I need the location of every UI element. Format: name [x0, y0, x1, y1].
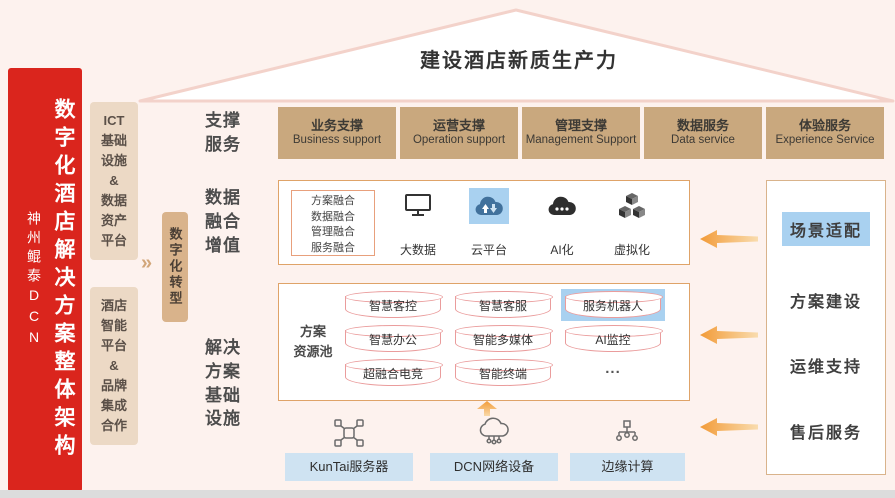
left-arrow-icon [700, 418, 758, 441]
fusion-item-cloud: 云平台 [454, 188, 524, 258]
pool-item: AI监控 [565, 325, 663, 352]
fusion-item-label: 云平台 [470, 243, 507, 257]
left-arrow-icon [700, 326, 758, 349]
support-box-business: 业务支撑 Business support [278, 107, 396, 159]
support-box-en: Experience Service [775, 133, 875, 146]
support-box-zh: 业务支撑 [310, 118, 363, 134]
right-service-scene: 场景适配 [781, 211, 870, 246]
support-box-en: Operation support [412, 133, 506, 146]
bottom-baseline [0, 490, 895, 498]
network-cloud-icon [477, 416, 511, 451]
right-service-build: 方案建设 [789, 293, 862, 311]
support-box-en: Business support [292, 133, 382, 146]
right-service-ops: 运维支持 [789, 359, 862, 377]
section-label-fusion: 数据 融合 增值 [205, 188, 241, 255]
fusion-item-ai: AI化 [527, 188, 597, 258]
support-box-en: Management Support [525, 133, 637, 146]
pool-item: 超融合电竞 [345, 359, 443, 386]
cubes-icon [612, 188, 652, 224]
chevrons-right-icon: » [141, 252, 153, 274]
support-box-zh: 运营支撑 [432, 118, 485, 134]
banner-brand: 神州鲲泰DCN [26, 210, 42, 350]
pool-item: 智慧客控 [345, 291, 443, 318]
pool-item: 智能终端 [455, 359, 553, 386]
pool-item: 智慧办公 [345, 325, 443, 352]
support-box-experience: 体验服务 Experience Service [766, 107, 884, 159]
hotel-platform-box: 酒店 智能 平台 & 品牌 集成 合作 [90, 287, 138, 445]
cloud-sync-icon [469, 188, 509, 224]
support-box-zh: 体验服务 [798, 118, 851, 134]
monitor-icon [398, 188, 438, 224]
fusion-item-label: 大数据 [399, 243, 436, 257]
pool-item: 智慧客服 [455, 291, 553, 318]
pool-label: 方案 资源池 [293, 324, 333, 359]
left-banner: 数字化酒店解决方案整体架构 神州鲲泰DCN [8, 68, 82, 492]
section-label-infra: 解决 方案 基础 设施 [205, 338, 241, 429]
ai-cloud-icon [542, 188, 582, 224]
fusion-item-label: 虚拟化 [613, 243, 650, 257]
support-box-zh: 管理支撑 [554, 118, 607, 134]
hardware-kuntai-server: KunTai服务器 [285, 453, 413, 481]
pool-item-more: ... [605, 360, 621, 377]
fusion-list: 方案融合 数据融合 管理融合 服务融合 [291, 190, 375, 256]
digital-transform-tab: 数字化转型 [162, 212, 188, 322]
fusion-item-virtualization: 虚拟化 [597, 188, 667, 258]
support-box-management: 管理支撑 Management Support [522, 107, 640, 159]
left-arrow-icon [700, 230, 758, 253]
support-box-zh: 数据服务 [676, 118, 729, 134]
banner-title: 数字化酒店解决方案整体架构 [52, 98, 75, 462]
up-arrow-icon [477, 401, 497, 421]
roof-outline [138, 8, 895, 103]
solution-infra-box: 方案 资源池 智慧客控 智慧客服 服务机器人 智慧办公 智能多媒体 AI监控 超… [278, 283, 690, 401]
fusion-item-bigdata: 大数据 [383, 188, 453, 258]
right-services-panel: 场景适配 方案建设 运维支持 售后服务 [766, 180, 886, 475]
edge-computing-icon [612, 418, 642, 453]
pool-item: 服务机器人 [565, 291, 663, 318]
right-service-aftersale: 售后服务 [789, 425, 862, 443]
support-box-data: 数据服务 Data service [644, 107, 762, 159]
hardware-edge-computing: 边缘计算 [570, 453, 685, 481]
server-chip-icon [333, 418, 365, 453]
hardware-dcn-network: DCN网络设备 [430, 453, 558, 481]
fusion-item-label: AI化 [550, 243, 574, 257]
support-box-operation: 运营支撑 Operation support [400, 107, 518, 159]
support-box-en: Data service [671, 133, 735, 146]
section-label-support: 支撑 服务 [205, 111, 241, 154]
data-fusion-box: 方案融合 数据融合 管理融合 服务融合 大数据 云平台 [278, 180, 690, 265]
page-title: 建设酒店新质生产力 [420, 50, 618, 72]
pool-item: 智能多媒体 [455, 325, 553, 352]
ict-platform-box: ICT 基础 设施 & 数据 资产 平台 [90, 102, 138, 260]
